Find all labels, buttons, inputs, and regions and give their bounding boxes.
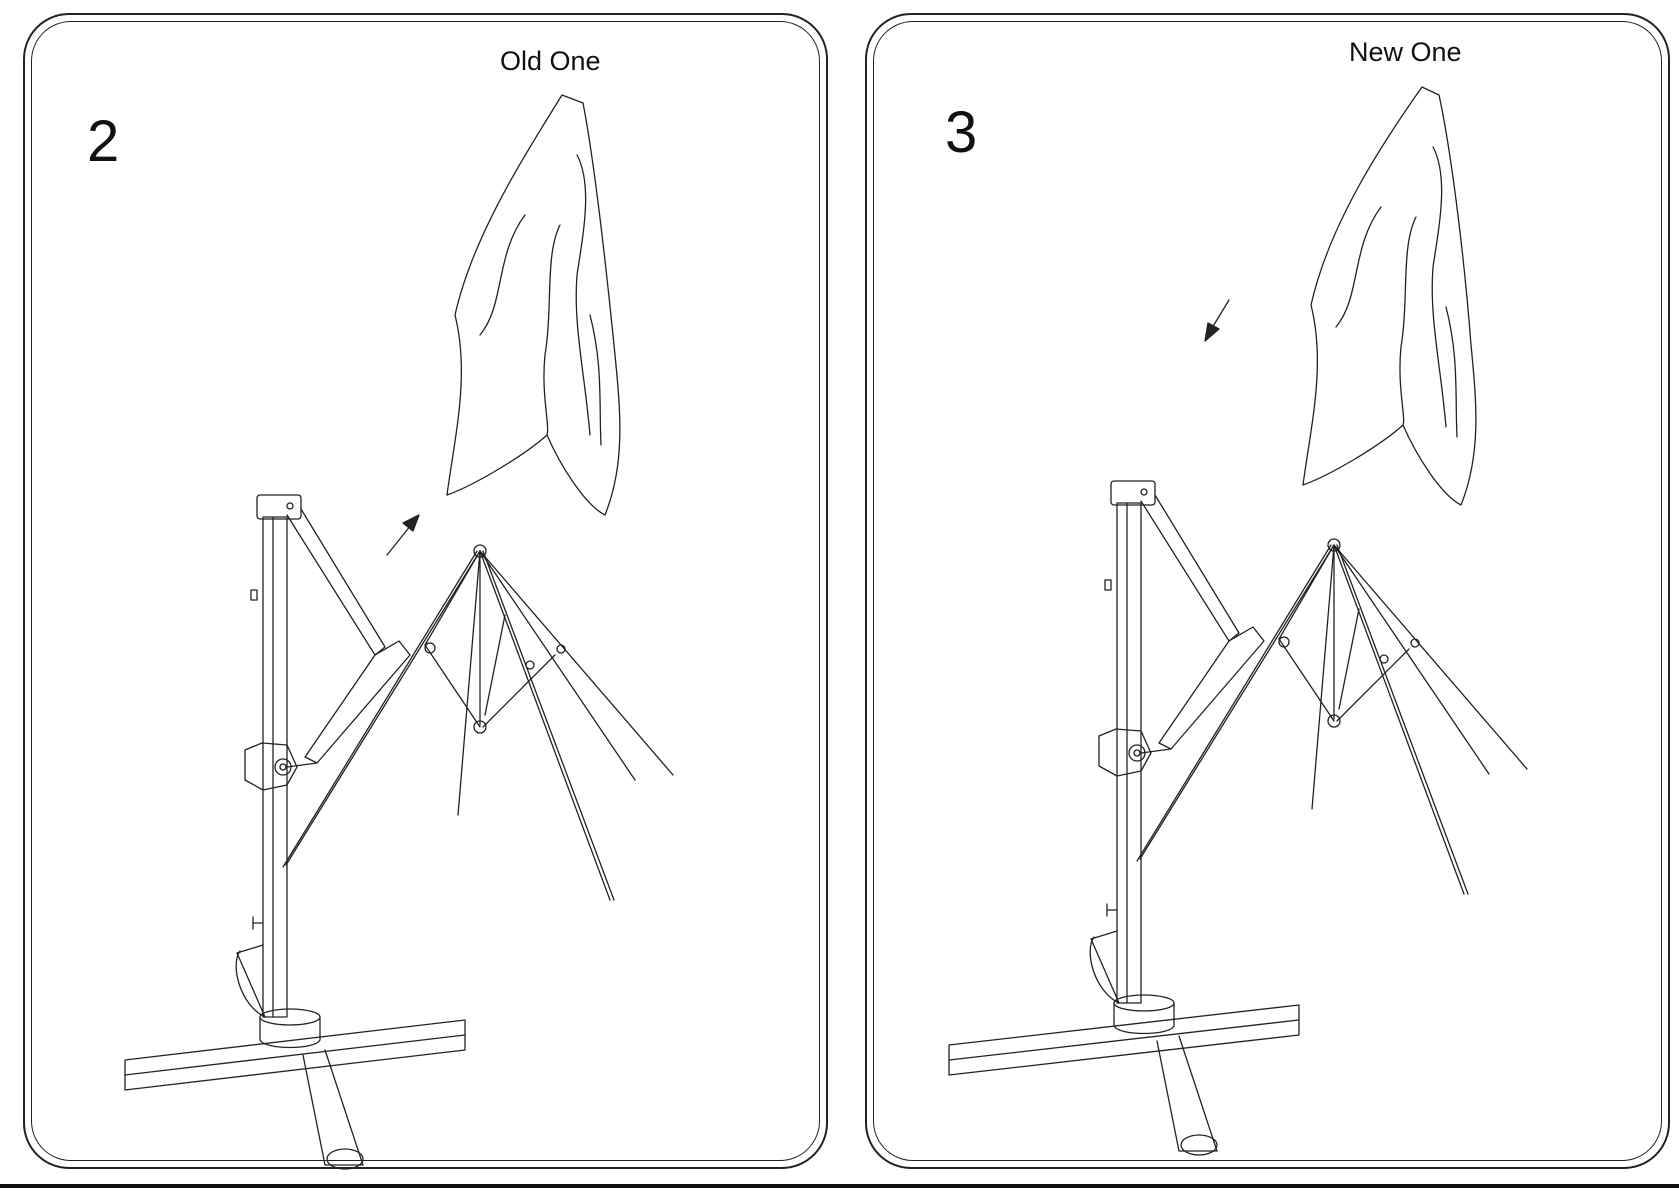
step-panel-3: 3 New One bbox=[865, 13, 1670, 1169]
umbrella-stand-icon bbox=[949, 481, 1527, 1155]
umbrella-stand-icon bbox=[125, 495, 673, 1169]
canopy-cover-icon bbox=[1303, 87, 1476, 505]
direction-arrow-icon bbox=[1205, 300, 1229, 341]
step-illustration bbox=[25, 15, 830, 1171]
step-panel-2: 2 Old One bbox=[23, 13, 828, 1169]
canopy-cover-icon bbox=[447, 95, 620, 515]
bottom-rule bbox=[0, 1184, 1679, 1188]
step-illustration bbox=[867, 15, 1672, 1171]
direction-arrow-icon bbox=[387, 515, 419, 555]
